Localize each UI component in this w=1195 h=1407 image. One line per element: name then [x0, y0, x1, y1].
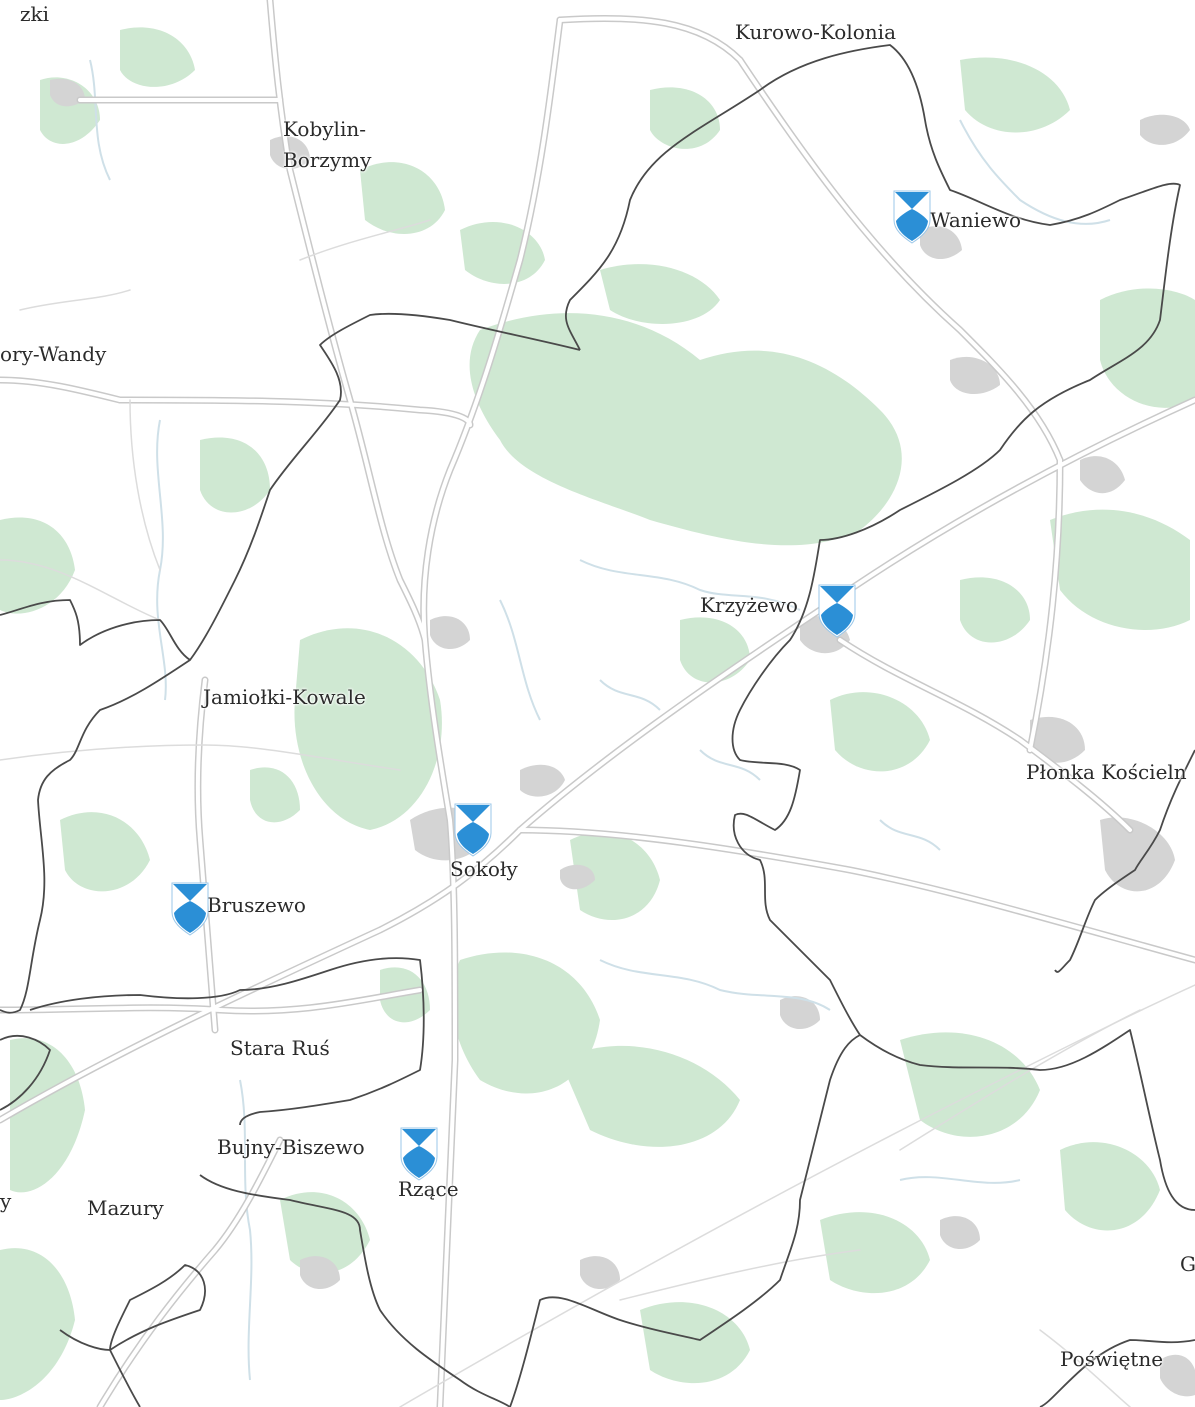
place-label-y-edge: y [0, 1189, 12, 1213]
place-label-bujny-biszewo: Bujny-Biszewo [217, 1135, 365, 1159]
place-label-waniewo: Waniewo [930, 208, 1022, 232]
boundary-layer [0, 44, 1195, 1407]
forest-layer [0, 27, 1195, 1400]
place-label-kobylin-line1: Kobylin- [283, 117, 366, 141]
place-label-rzace: Rzące [398, 1177, 459, 1201]
place-label-kobylin-line2: Borzymy [283, 148, 372, 172]
place-label-bruszewo: Bruszewo [207, 893, 306, 917]
place-label-poswietne: Poświętne [1060, 1347, 1164, 1371]
river-layer [89, 59, 1111, 1381]
coat-of-arms-icon [818, 584, 856, 638]
coat-of-arms-icon [454, 803, 492, 857]
coat-of-arms-icon [171, 882, 209, 936]
coat-of-arms-icon [893, 190, 931, 244]
place-label-mazury: Mazury [87, 1196, 164, 1220]
place-label-zki: zki [20, 2, 50, 26]
coat-of-arms-icon-bruszewo[interactable] [171, 882, 209, 936]
coat-of-arms-icon [400, 1127, 438, 1181]
place-label-sokoly: Sokoły [450, 857, 518, 881]
place-label-kurowo-kolonia: Kurowo-Kolonia [735, 20, 896, 44]
coat-of-arms-icon-krzyzewo[interactable] [818, 584, 856, 638]
built-up-layer [50, 78, 1195, 1397]
place-label-plonka-koscielna: Płonka Kościeln [1026, 760, 1187, 784]
place-label-stara-rus: Stara Ruś [230, 1036, 330, 1060]
place-label-ory-wandy: ory-Wandy [0, 342, 107, 366]
place-label-krzyzewo: Krzyżewo [700, 593, 798, 617]
coat-of-arms-icon-rzace[interactable] [400, 1127, 438, 1181]
place-label-jamiolki-kowale: Jamiołki-Kowale [203, 685, 366, 709]
place-label-g-edge: G [1180, 1252, 1195, 1276]
coat-of-arms-icon-sokoly[interactable] [454, 803, 492, 857]
coat-of-arms-icon-waniewo[interactable] [893, 190, 931, 244]
